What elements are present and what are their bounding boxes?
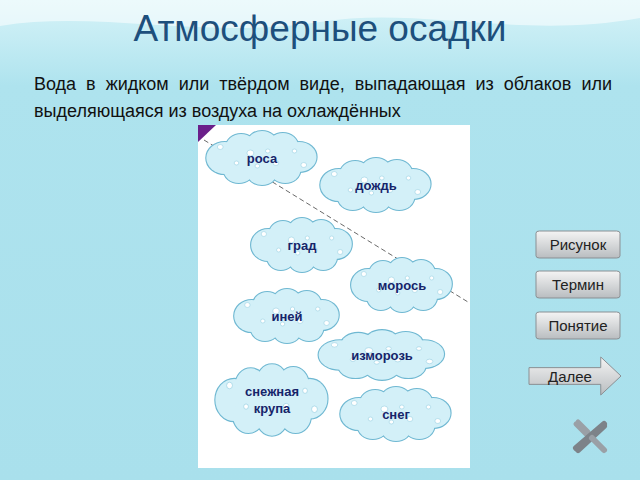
- button-label: Рисунок: [550, 236, 607, 253]
- slide-title: Атмосферные осадки: [0, 8, 640, 50]
- nav-button: Понятие: [536, 312, 620, 339]
- cloud-shape: дождь: [318, 160, 434, 210]
- cloud-shape: морось: [349, 260, 455, 310]
- cloud-shape: изморозь: [316, 332, 448, 378]
- button-label: Понятие: [548, 317, 607, 334]
- cloud-shape: иней: [232, 291, 342, 341]
- close-icon: [576, 422, 604, 450]
- nav-button: Далее: [529, 357, 621, 395]
- definition-text: Вода в жидком или твёрдом виде, выпадающ…: [34, 71, 612, 125]
- nav-button: Термин: [536, 271, 620, 298]
- precipitation-name: изморозь: [351, 347, 413, 364]
- precipitation-name: снежная крупа: [237, 383, 307, 417]
- precipitation-name: град: [288, 237, 317, 254]
- cloud-shape: снег: [338, 389, 454, 439]
- corner-triangle: [198, 125, 216, 142]
- cloud-outline: [213, 367, 331, 433]
- precipitation-name: дождь: [355, 177, 396, 194]
- button-label: Термин: [552, 276, 604, 293]
- cloud-shape: снежная крупа: [213, 367, 331, 433]
- precipitation-name: морось: [378, 277, 426, 294]
- precipitation-name: снег: [382, 406, 410, 423]
- cloud-shape: роса: [204, 133, 320, 183]
- precipitation-name: иней: [271, 308, 302, 325]
- precipitation-name: роса: [247, 150, 277, 167]
- button-label: Далее: [548, 368, 592, 385]
- picture-panel: [198, 125, 470, 468]
- cloud-shape: град: [249, 220, 355, 270]
- nav-button: Рисунок: [536, 231, 620, 258]
